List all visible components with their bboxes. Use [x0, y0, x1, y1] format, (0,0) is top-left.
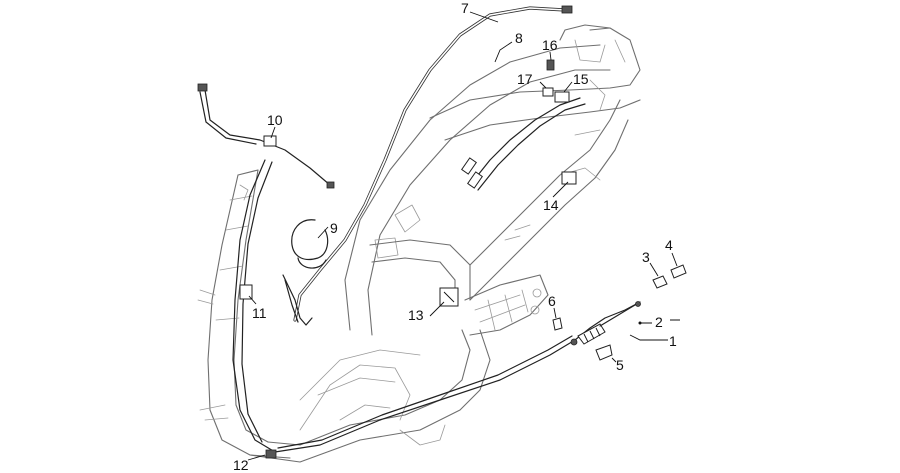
callout-2: 2 [655, 314, 663, 330]
cable-11-loop [282, 274, 313, 326]
callout-16: 16 [542, 37, 558, 53]
callout-15: 15 [573, 71, 589, 87]
clip-10-bracket [263, 135, 277, 147]
callout-7: 7 [461, 0, 469, 16]
cable-15-hose [469, 97, 586, 191]
callout-17: 17 [517, 71, 533, 87]
callout-4: 4 [665, 237, 673, 253]
hose-7-end-fitting [561, 5, 573, 14]
callout-8: 8 [515, 30, 523, 46]
callout-12: 12 [233, 457, 249, 473]
callout-1: 1 [669, 333, 677, 349]
callout-5: 5 [616, 357, 624, 373]
callout-6: 6 [548, 293, 556, 309]
cable-10-lever-end [326, 181, 335, 189]
bolt-16 [546, 59, 555, 71]
cable-12-clamp [265, 449, 277, 459]
nut-3 [652, 275, 668, 289]
clip-13 [439, 287, 459, 307]
clip-5 [595, 344, 613, 361]
clip-11-bracket [239, 284, 253, 300]
clip-15-17 [542, 87, 570, 103]
adjuster-assembly-2 [570, 301, 641, 346]
scooter-frame [197, 24, 641, 463]
callout-9: 9 [330, 220, 338, 236]
cable-12-lower [232, 159, 576, 453]
cable-10-end-fitting [197, 83, 208, 92]
ring-9 [291, 219, 329, 269]
hose-15-fitting-b [467, 171, 483, 189]
callout-13: 13 [408, 307, 424, 323]
cable-10-front [199, 89, 331, 186]
clip-14 [561, 171, 577, 185]
callout-11: 11 [252, 305, 267, 321]
callout-3: 3 [642, 249, 650, 265]
pin-6 [552, 317, 563, 331]
callout-labels: 1 2 3 4 5 6 7 8 9 10 11 12 13 14 15 16 1… [233, 0, 677, 473]
hose-15-fitting-a [461, 157, 477, 175]
leader-lines [247, 11, 680, 461]
callout-14: 14 [543, 197, 559, 213]
nut-4 [670, 264, 687, 279]
callout-10: 10 [267, 112, 283, 128]
cable-7-hose [293, 6, 567, 322]
